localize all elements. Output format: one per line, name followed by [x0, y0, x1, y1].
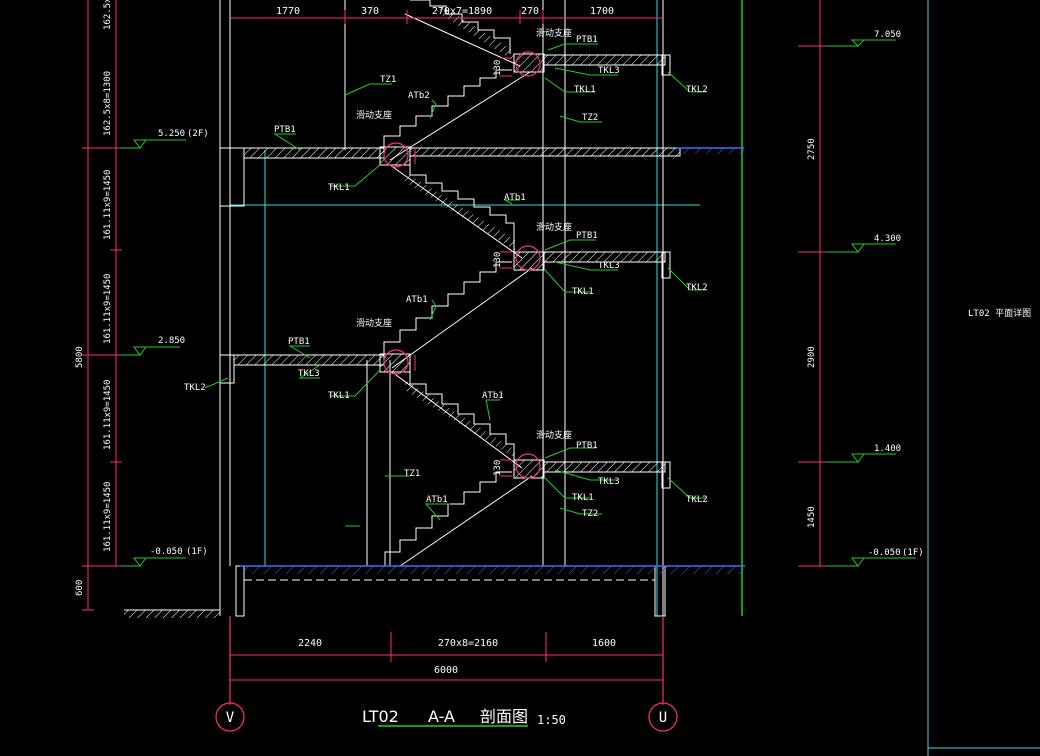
- dim-right-1: 2750: [807, 138, 817, 160]
- dim-left-total: 5800: [75, 346, 85, 368]
- dim-bottom-total: 6000: [434, 665, 458, 676]
- ground: [124, 147, 745, 618]
- dim-top-4: 270: [521, 6, 539, 17]
- dim-left-top2: 162.5x8=1300: [103, 71, 113, 136]
- label-tkl2-c: TKL2: [184, 383, 206, 393]
- label-support-c: 滑动支座: [536, 221, 572, 233]
- drawing-section: A-A: [428, 707, 455, 726]
- dim-bottom-3: 1600: [592, 638, 616, 649]
- label-ptb1-d: PTB1: [288, 337, 310, 347]
- dim-right-3: 1450: [807, 506, 817, 528]
- label-support-d: 滑动支座: [356, 317, 392, 329]
- level-left-1-floor: (2F): [187, 129, 209, 139]
- label-ptb1-e: PTB1: [576, 441, 598, 451]
- leader-lines: [204, 43, 706, 727]
- label-atb1-c: ATb1: [482, 391, 504, 401]
- label-130-b: 130: [493, 252, 503, 268]
- label-atb1-d: ATb1: [426, 495, 448, 505]
- level-right-2-value: 4.300: [874, 234, 901, 244]
- dim-top-2: 370: [361, 6, 379, 17]
- slabs: [233, 53, 681, 479]
- level-right-4-floor: (1F): [902, 548, 924, 558]
- label-tkl2-d: TKL2: [686, 495, 708, 505]
- dim-top-5: 1700: [590, 6, 614, 17]
- label-ptb1-c: PTB1: [576, 231, 598, 241]
- drawing-name: 剖面图: [480, 707, 528, 726]
- label-tz2-b: TZ2: [582, 509, 598, 519]
- dim-bottom-2: 270x8=2160: [438, 638, 498, 649]
- label-tz1-a: TZ1: [380, 75, 396, 85]
- label-ptb1-a: PTB1: [576, 35, 598, 45]
- level-left-2-value: 2.850: [158, 336, 185, 346]
- label-support-b: 滑动支座: [356, 109, 392, 121]
- label-support-e: 滑动支座: [536, 429, 572, 441]
- level-right-1-value: 7.050: [874, 30, 901, 40]
- label-tkl1-b: TKL1: [328, 183, 350, 193]
- level-left-1-value: 5.250: [158, 129, 185, 139]
- label-tkl3-b: TKL3: [598, 261, 620, 271]
- dim-top-1: 1770: [276, 6, 300, 17]
- label-tkl3-a: TKL3: [598, 66, 620, 76]
- label-atb2: ATb2: [408, 91, 430, 101]
- dim-right-2: 2900: [807, 346, 817, 368]
- dim-bottom-1: 2240: [298, 638, 322, 649]
- dim-left-flight3: 161.11x9=1450: [103, 170, 113, 240]
- dimension-lines: [82, 0, 826, 705]
- label-atb1-b: ATb1: [406, 295, 428, 305]
- label-tz1-b: TZ1: [404, 469, 420, 479]
- level-left-3-value: -0.050: [150, 547, 183, 557]
- drawing-scale: 1:50: [537, 713, 566, 727]
- label-tkl3-d: TKL3: [598, 477, 620, 487]
- dim-top-3: 270x7=1890: [432, 6, 492, 17]
- dim-left-flight2: 161.11x9=1450: [103, 274, 113, 344]
- drawing-title: LT02: [362, 707, 399, 726]
- label-tkl2-a: TKL2: [686, 85, 708, 95]
- label-tkl1-c: TKL1: [572, 287, 594, 297]
- walls: [219, 0, 671, 617]
- label-130-c: 130: [493, 460, 503, 476]
- support-markers: [383, 51, 541, 479]
- side-note: LT02 平面详图: [968, 307, 1031, 319]
- label-tz2-a: TZ2: [582, 113, 598, 123]
- stair-flights: [383, 0, 533, 567]
- dim-left-flight1b: 161.11x9=1450: [103, 380, 113, 450]
- label-tkl3-c: TKL3: [298, 369, 320, 379]
- label-atb1-a: ATb1: [504, 193, 526, 203]
- axis-bubbles: [215, 616, 678, 732]
- level-right-3-value: 1.400: [874, 444, 901, 454]
- label-tkl1-e: TKL1: [572, 493, 594, 503]
- level-right-4-value: -0.050: [868, 548, 901, 558]
- dim-left-top1: 162.5x8=: [103, 0, 113, 30]
- axis-u-label: U: [659, 710, 667, 726]
- label-support-a: 滑动支座: [536, 27, 572, 39]
- axis-v-label: V: [226, 710, 235, 726]
- dim-left-base: 600: [75, 580, 85, 596]
- frame-lines: [230, 0, 1040, 756]
- label-tkl2-b: TKL2: [686, 283, 708, 293]
- label-130-a: 130: [493, 60, 503, 76]
- level-markers: [120, 39, 916, 567]
- label-tkl1-d: TKL1: [328, 391, 350, 401]
- label-ptb1-b: PTB1: [274, 125, 296, 135]
- dim-left-flight1a: 161.11x9=1450: [103, 482, 113, 552]
- label-tkl1-a: TKL1: [574, 85, 596, 95]
- level-left-3-floor: (1F): [186, 547, 208, 557]
